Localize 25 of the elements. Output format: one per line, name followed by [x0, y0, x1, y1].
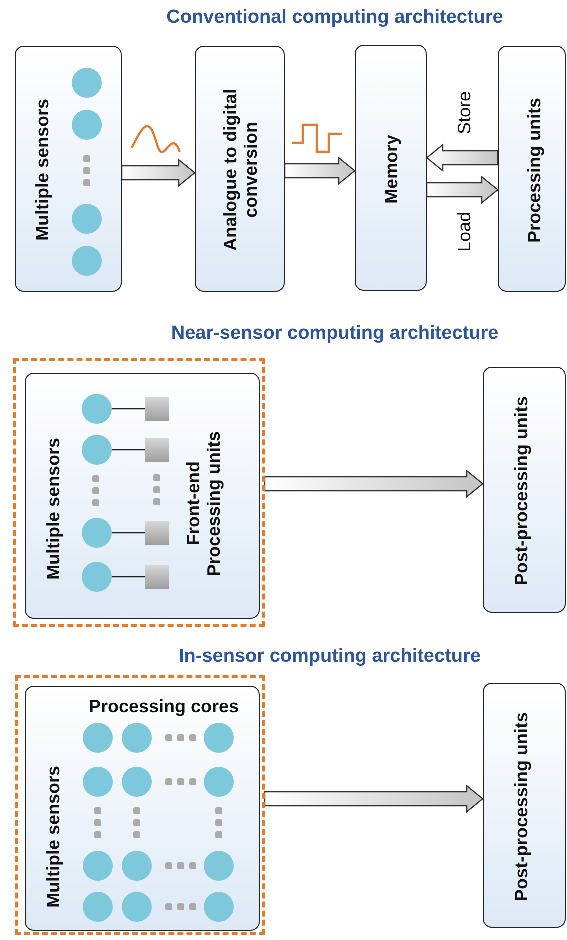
section-title: Near-sensor computing architecture — [171, 323, 499, 345]
process-box — [483, 683, 566, 928]
node-label: Processing cores — [88, 696, 240, 718]
process-box — [483, 367, 566, 613]
block-arrow — [426, 144, 499, 172]
section-title: In-sensor computing architecture — [179, 646, 481, 668]
node-label: Post-processing units — [512, 711, 532, 904]
block-arrow — [264, 470, 484, 498]
node-label: Analogue to digital conversion — [220, 88, 262, 253]
process-box — [498, 46, 566, 292]
node-label: Multiple sensors — [44, 436, 64, 582]
block-arrow — [284, 156, 356, 186]
node-label: Front-end Processing units — [183, 430, 225, 579]
node-label: Post-processing units — [512, 395, 532, 588]
process-box — [355, 45, 427, 291]
node-label: Memory — [382, 133, 402, 206]
section-title: Conventional computing architecture — [166, 7, 504, 29]
block-arrow — [426, 176, 499, 204]
node-label: Processing units — [524, 96, 546, 245]
block-arrow — [264, 784, 484, 814]
process-box — [195, 46, 285, 292]
block-arrow — [121, 158, 196, 188]
node-label: Multiple sensors — [44, 764, 64, 910]
process-box — [15, 46, 122, 292]
node-label: Multiple sensors — [32, 98, 54, 244]
